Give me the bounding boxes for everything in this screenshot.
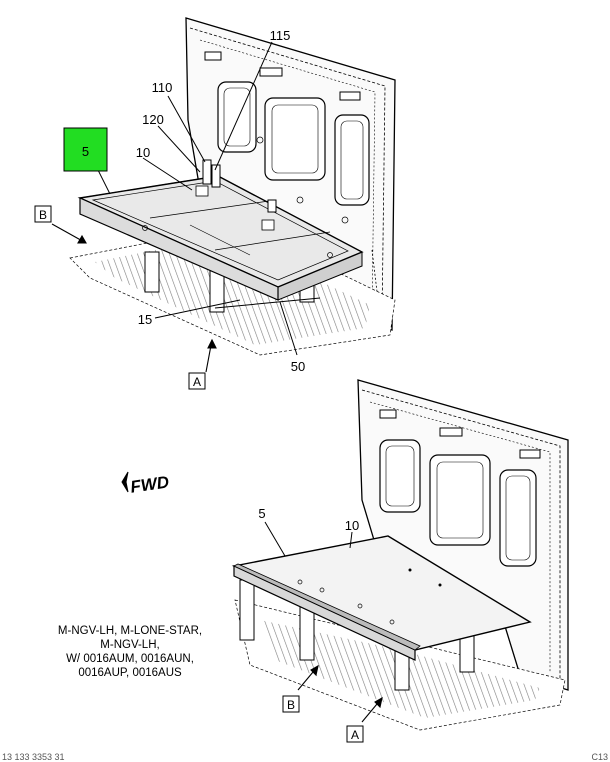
view-a-top-label: A [193,375,201,389]
note-line-1: M-NGV-LH, M-LONE-STAR, [57,625,203,637]
callout-50: 50 [291,359,305,374]
footer-sheet-code: C13 [591,752,608,762]
fwd-arrow-icon [121,471,129,493]
callout-10-top: 10 [136,145,150,160]
fwd-indicator: FWD [121,471,170,497]
fwd-label: FWD [129,472,170,496]
top-leader-lines [91,41,298,356]
callout-5-top: 5 [82,144,89,159]
note-line-2: M-NGV-LH, [100,639,160,651]
note-line-3: W/ 0016AUM, 0016AUN, [66,653,194,665]
view-b-bottom-box [282,695,300,713]
footer-drawing-number: 13 133 3353 31 [2,752,65,762]
view-b-bottom-label: B [287,698,295,712]
callout-115: 115 [270,28,291,43]
callout-5-bottom: 5 [258,506,265,521]
top-assembly: 5 115 110 120 10 15 50 B A [34,17,396,390]
callout-15: 15 [138,312,152,327]
callout-10-bottom: 10 [345,518,359,533]
bottom-panel [231,535,532,661]
top-view-arrows [51,223,217,373]
view-a-top-box [188,372,206,390]
callout-120: 120 [142,112,164,127]
top-panel-item-5 [77,159,364,301]
note-line-4: 0016AUP, 0016AUS [78,667,182,679]
bottom-leader-lines [264,521,353,557]
view-b-top-box [34,205,52,223]
bottom-assembly: 5 10 B A [231,379,569,743]
bottom-view-arrows [297,664,383,723]
applicability-note: M-NGV-LH, M-LONE-STAR, M-NGV-LH, W/ 0016… [30,624,230,680]
view-a-bottom-box [346,725,364,743]
view-b-top-label: B [39,208,47,222]
view-a-bottom-label: A [351,728,359,742]
callout-5-highlight-box [63,127,108,172]
callout-110: 110 [152,80,173,95]
